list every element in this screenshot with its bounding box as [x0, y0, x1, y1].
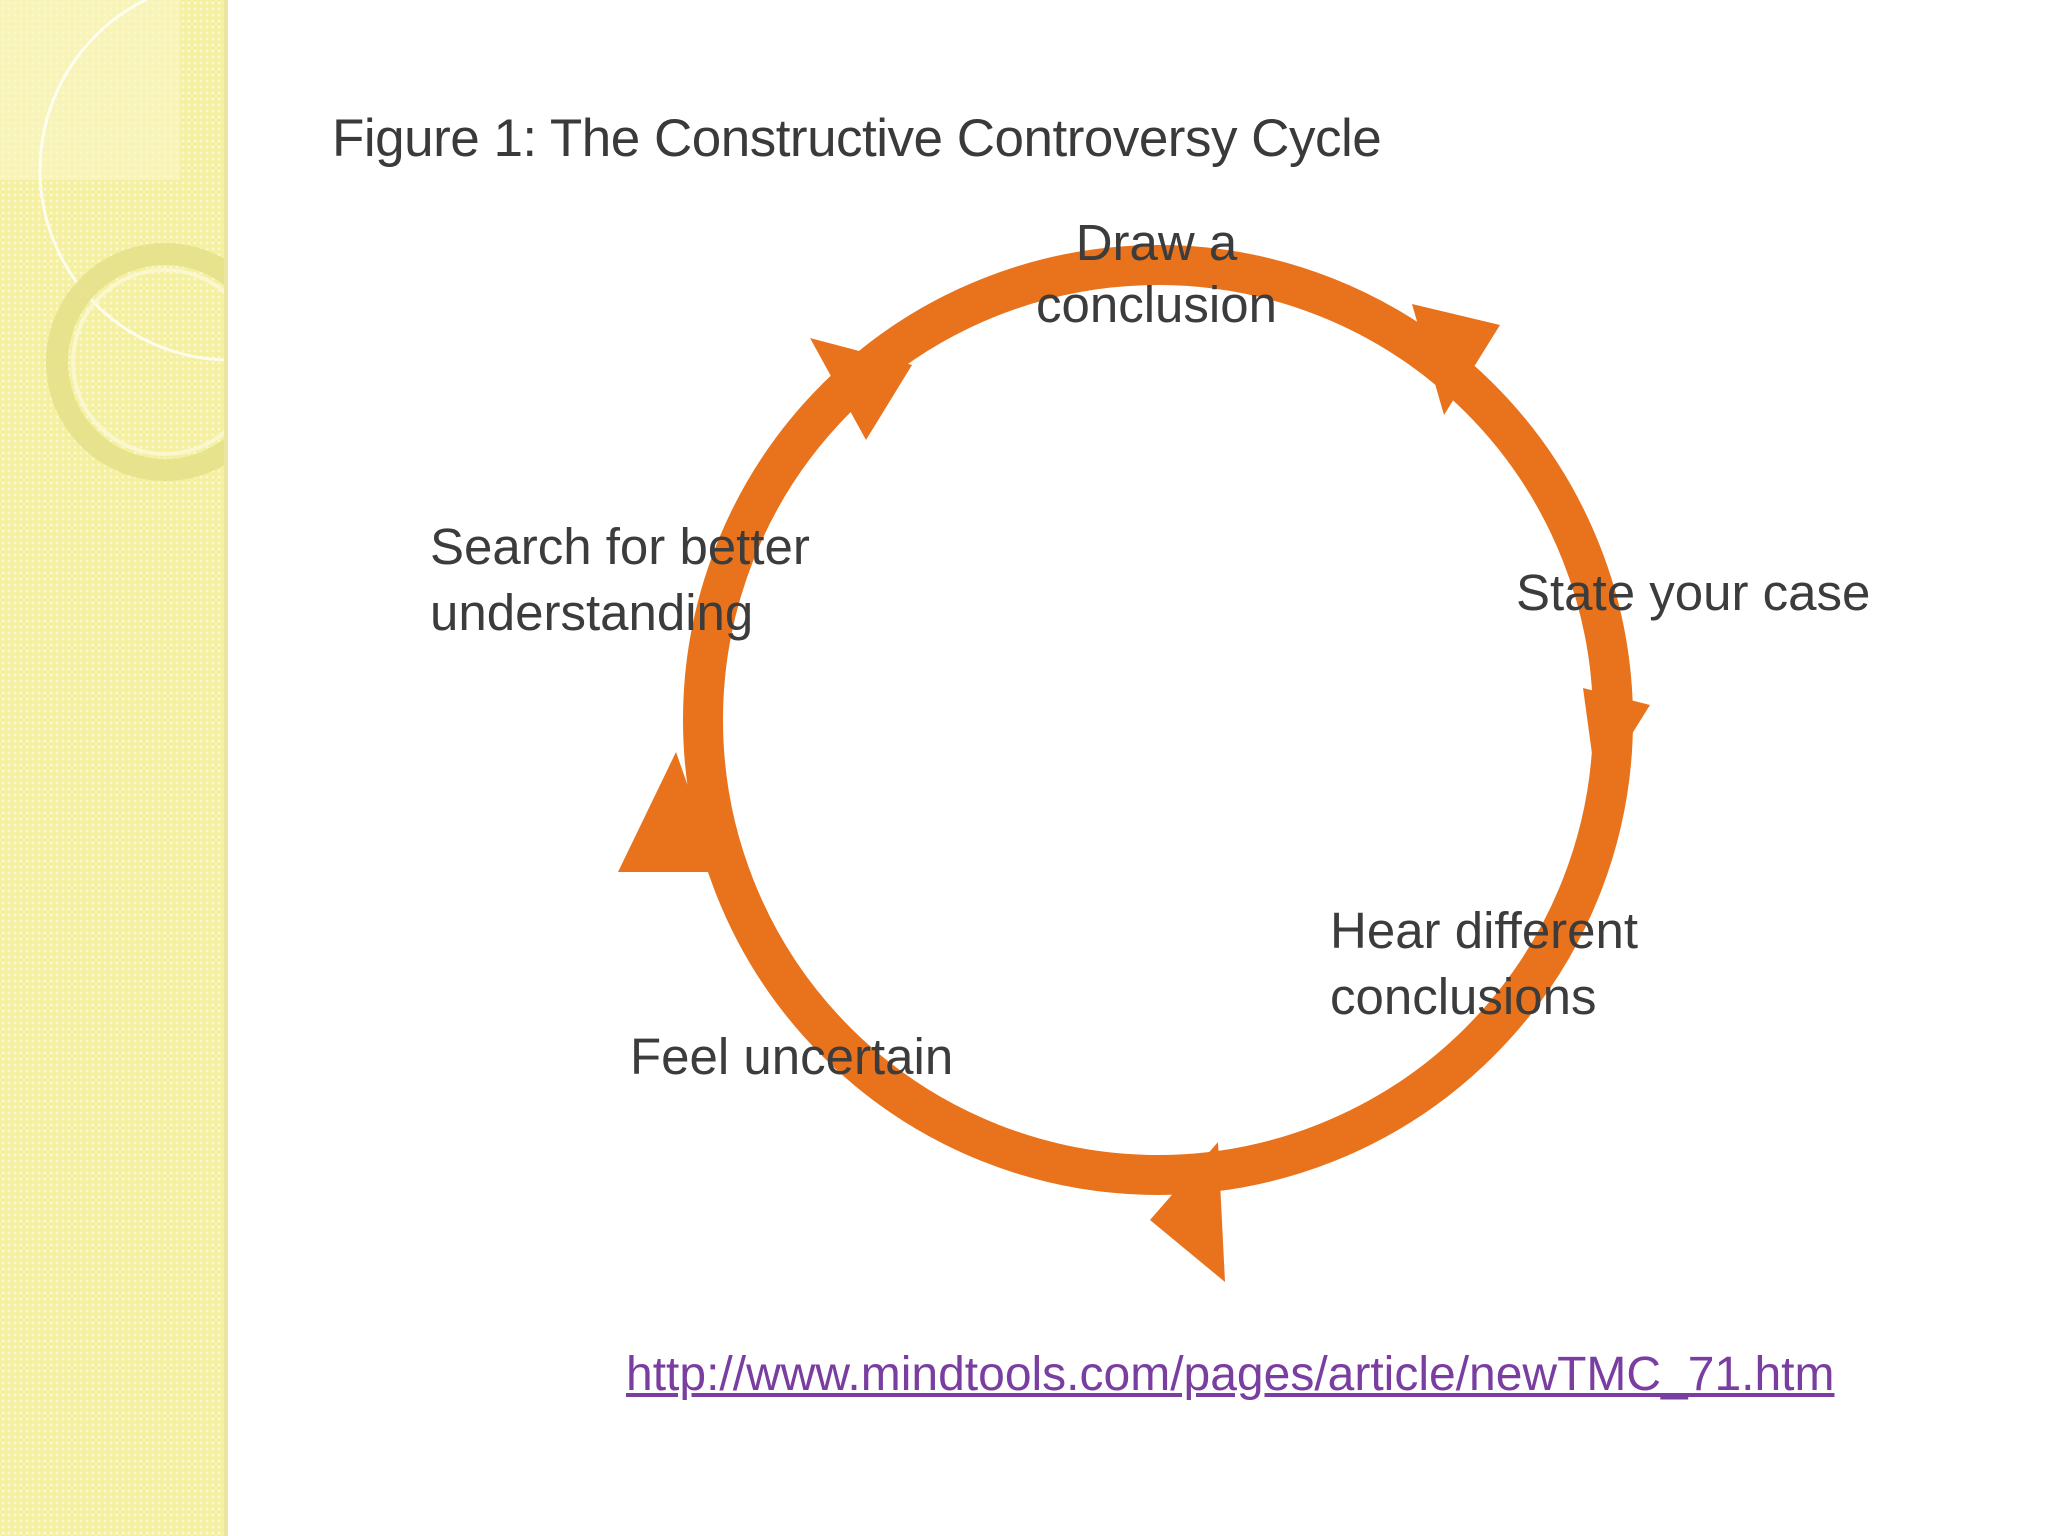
stage-state-your-case-line1: State your case [1516, 564, 1871, 621]
stage-search-better-line2: understanding [430, 584, 754, 641]
stage-hear-different-conclusions: Hear different conclusions [1330, 898, 1638, 1030]
arrow-to-search-understanding [618, 752, 718, 872]
stage-search-better-understanding: Search for better understanding [430, 514, 810, 646]
stage-draw-conclusion-line1: Draw a [1075, 214, 1238, 271]
arrow-to-hear-conclusions [1583, 688, 1650, 790]
arrow-to-feel-uncertain [1150, 1142, 1225, 1282]
stage-feel-uncertain-line1: Feel uncertain [630, 1028, 954, 1085]
stage-hear-different-line1: Hear different [1330, 902, 1639, 959]
stage-search-better-line1: Search for better [430, 518, 810, 575]
decorative-inner-ring [71, 268, 228, 456]
decorative-large-ring [38, 0, 228, 362]
arrow-to-state-case [1412, 304, 1500, 415]
decorative-rings [0, 0, 228, 481]
decorative-side-band [0, 0, 228, 1536]
decorative-small-ring [46, 243, 228, 481]
source-link[interactable]: http://www.mindtools.com/pages/article/n… [626, 1348, 1835, 1401]
band-edge [224, 0, 228, 1536]
stage-feel-uncertain: Feel uncertain [630, 1024, 953, 1090]
stage-state-your-case: State your case [1516, 560, 1870, 626]
stage-draw-conclusion: Draw a conclusion [1036, 210, 1277, 338]
stage-draw-conclusion-line2: conclusion [1036, 276, 1277, 333]
figure-title: Figure 1: The Constructive Controversy C… [332, 109, 1382, 168]
decorative-square [0, 0, 180, 180]
stage-hear-different-line2: conclusions [1330, 968, 1597, 1025]
arrow-to-draw-conclusion [810, 338, 912, 440]
